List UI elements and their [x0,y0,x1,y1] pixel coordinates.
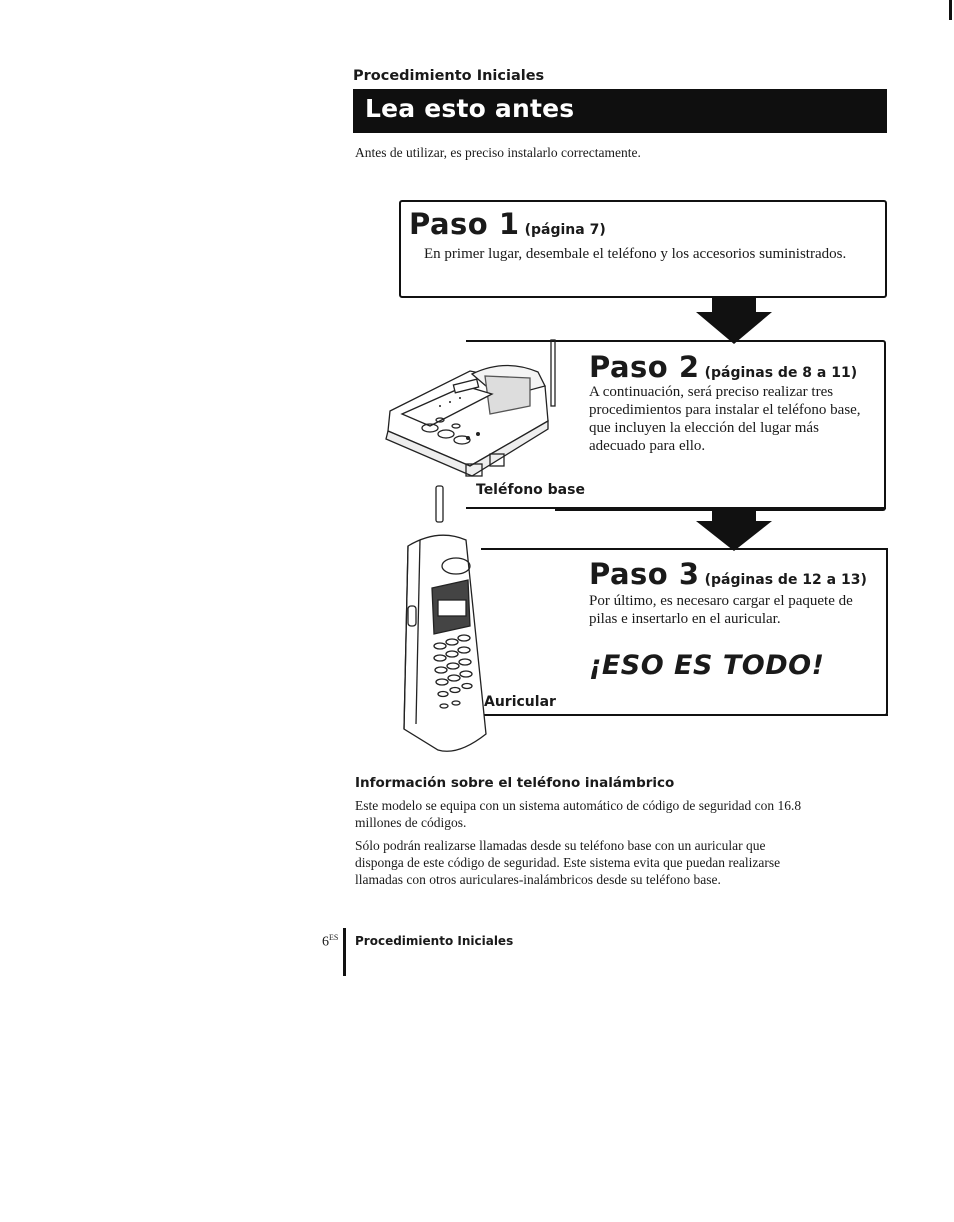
base-phone-illustration [380,336,560,506]
handset-label: Auricular [484,694,556,710]
page-number-value: 6 [322,935,329,950]
step-1-word: Paso 1 [409,207,520,241]
step-1-title: Paso 1 (página 7) [409,207,606,241]
arrow-down-icon [696,507,772,551]
handset-illustration [398,484,490,760]
footer-label: Procedimiento Iniciales [355,934,513,948]
step-2-pages: (páginas de 8 a 11) [705,365,858,381]
step-3-top-rule [481,548,886,550]
edge-mark [949,0,952,20]
page-number: 6ES [322,933,338,951]
step-3-bottom-rule [481,714,888,716]
step-3-body: Por último, es necesaro cargar el paquet… [589,592,869,628]
step-1-pages: (página 7) [525,222,606,238]
info-paragraph-1: Este modelo se equipa con un sistema aut… [355,797,815,831]
page-number-suffix: ES [329,933,338,942]
section-label: Procedimiento Iniciales [353,68,544,84]
title-bar: Lea esto antes [353,89,887,133]
footer-rule [343,928,346,976]
base-phone-label: Teléfono base [476,482,585,498]
info-paragraph-2: Sólo podrán realizarse llamadas desde su… [355,837,815,888]
step-3-title: Paso 3 (páginas de 12 a 13) [589,557,867,591]
step-3-word: Paso 3 [589,557,700,591]
step-2-bottom-rule [466,507,886,509]
step-2-word: Paso 2 [589,350,700,384]
step-2-title: Paso 2 (páginas de 8 a 11) [589,350,857,384]
arrow-down-icon [696,296,772,344]
step-3-right-edge [881,548,888,716]
step-1-body: En primer lugar, desembale el teléfono y… [424,245,864,263]
step-3-pages: (páginas de 12 a 13) [705,572,867,588]
intro-text: Antes de utilizar, es preciso instalarlo… [355,145,641,161]
step-2-body: A continuación, será preciso realizar tr… [589,383,869,455]
info-heading: Información sobre el teléfono inalámbric… [355,775,674,791]
page-title: Lea esto antes [365,94,574,123]
closing-text: ¡ESO ES TODO! [589,650,824,681]
